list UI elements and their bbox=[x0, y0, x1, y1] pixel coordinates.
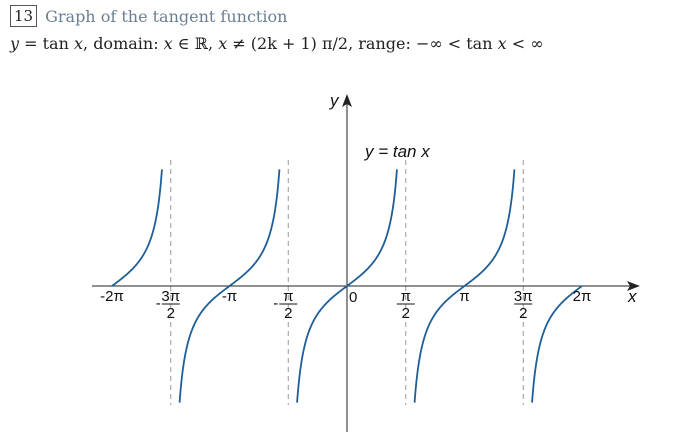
x-axis-label: x bbox=[627, 287, 637, 306]
tangent-branch-2 bbox=[296, 169, 398, 403]
tick-denominator: 2 bbox=[284, 305, 292, 322]
tick-label: -π bbox=[222, 288, 237, 305]
tick-denominator: 2 bbox=[519, 305, 527, 322]
tick-negpi: -π bbox=[222, 288, 237, 305]
tick-neg2pi: -2π bbox=[100, 288, 124, 305]
y-axis-arrow bbox=[342, 94, 352, 107]
tick-label: 2π bbox=[573, 288, 592, 305]
tick-pi2: π2 bbox=[396, 288, 415, 322]
tick-pi: π bbox=[459, 288, 469, 305]
formula-x2: x bbox=[163, 34, 173, 53]
tick-minus-sign: - bbox=[273, 295, 278, 312]
tick-numerator: 3π bbox=[161, 288, 180, 305]
tick-denominator: 2 bbox=[167, 305, 175, 322]
tick-threepi2: 3π2 bbox=[514, 288, 533, 322]
tangent-branch-3 bbox=[413, 169, 516, 403]
header: 13 Graph of the tangent function bbox=[10, 3, 287, 29]
formula-tail: < ∞ bbox=[506, 34, 544, 53]
tick-numerator: π bbox=[401, 288, 411, 305]
formula-in-r: ∈ ℝ, bbox=[172, 34, 219, 53]
tangent-branch-0 bbox=[111, 169, 163, 287]
formula-neq: ≠ (2k + 1) π/2, range: −∞ < tan bbox=[227, 34, 498, 53]
y-axis-label: y bbox=[329, 91, 340, 110]
function-label: y = tan x bbox=[364, 142, 430, 161]
tick-denominator: 2 bbox=[402, 305, 410, 322]
tangent-branch-1 bbox=[178, 169, 281, 403]
formula-x: x bbox=[73, 34, 84, 53]
formula-x3: x bbox=[218, 34, 228, 53]
tick-twopi: 2π bbox=[573, 288, 592, 305]
example-number: 13 bbox=[10, 5, 38, 27]
tick-label: -2π bbox=[100, 288, 124, 305]
tick-negpi2: π2- bbox=[273, 288, 298, 322]
origin-label: 0 bbox=[349, 289, 357, 306]
formula-x4: x bbox=[497, 34, 507, 53]
formula-eq: = tan bbox=[19, 34, 74, 53]
x-axis-arrow bbox=[627, 281, 640, 291]
tick-numerator: 3π bbox=[514, 288, 533, 305]
formula-domain-label: , domain: bbox=[83, 34, 164, 53]
page-title: Graph of the tangent function bbox=[45, 6, 288, 26]
tick-minus-sign: - bbox=[156, 295, 161, 312]
tick-label: π bbox=[459, 288, 469, 305]
tick-neg3pi2: 3π2- bbox=[156, 288, 180, 322]
tick-numerator: π bbox=[283, 288, 293, 305]
formula-y: y bbox=[10, 34, 20, 53]
formula-line: y = tan x, domain: x ∈ ℝ, x ≠ (2k + 1) π… bbox=[10, 34, 544, 53]
tangent-branch-4 bbox=[531, 285, 583, 403]
